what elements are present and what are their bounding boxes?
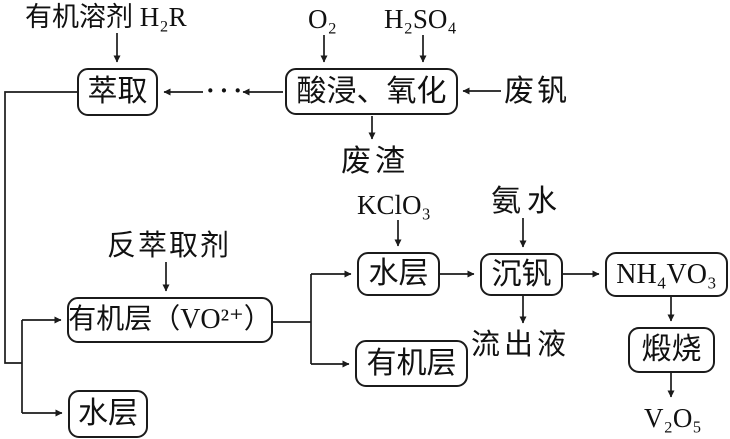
label-h2so4: H₂SO₄ xyxy=(384,4,457,34)
label-waste-vanadium: 废钒 xyxy=(504,75,570,108)
box-nh4vo3: NH₄VO₃ xyxy=(605,252,728,297)
box-water-layer-mid: 水层 xyxy=(357,252,440,296)
label-ammonia: 氨水 xyxy=(491,185,563,218)
box-organic-layer-vo2: 有机层（VO²⁺） xyxy=(67,297,273,343)
box-extraction: 萃取 xyxy=(77,68,158,116)
box-vanadium-precipitation: 沉钒 xyxy=(480,253,563,296)
label-kclo3: KClO₃ xyxy=(357,190,431,220)
box-acid-leach-oxidation: 酸浸、氧化 xyxy=(285,68,458,115)
label-effluent: 流出液 xyxy=(471,329,571,361)
label-organic-solvent-h2r: 有机溶剂 H₂R xyxy=(25,2,187,32)
box-water-layer-left: 水层 xyxy=(68,390,148,438)
label-ellipsis-dots: ··· xyxy=(206,76,248,105)
label-stripping-agent: 反萃取剂 xyxy=(107,230,232,262)
label-waste-residue: 废渣 xyxy=(341,145,409,178)
box-calcination: 煅烧 xyxy=(628,327,715,373)
label-o2: O₂ xyxy=(308,4,337,34)
label-v2o5: V₂O₅ xyxy=(644,403,702,433)
box-organic-layer-mid: 有机层 xyxy=(355,340,468,387)
